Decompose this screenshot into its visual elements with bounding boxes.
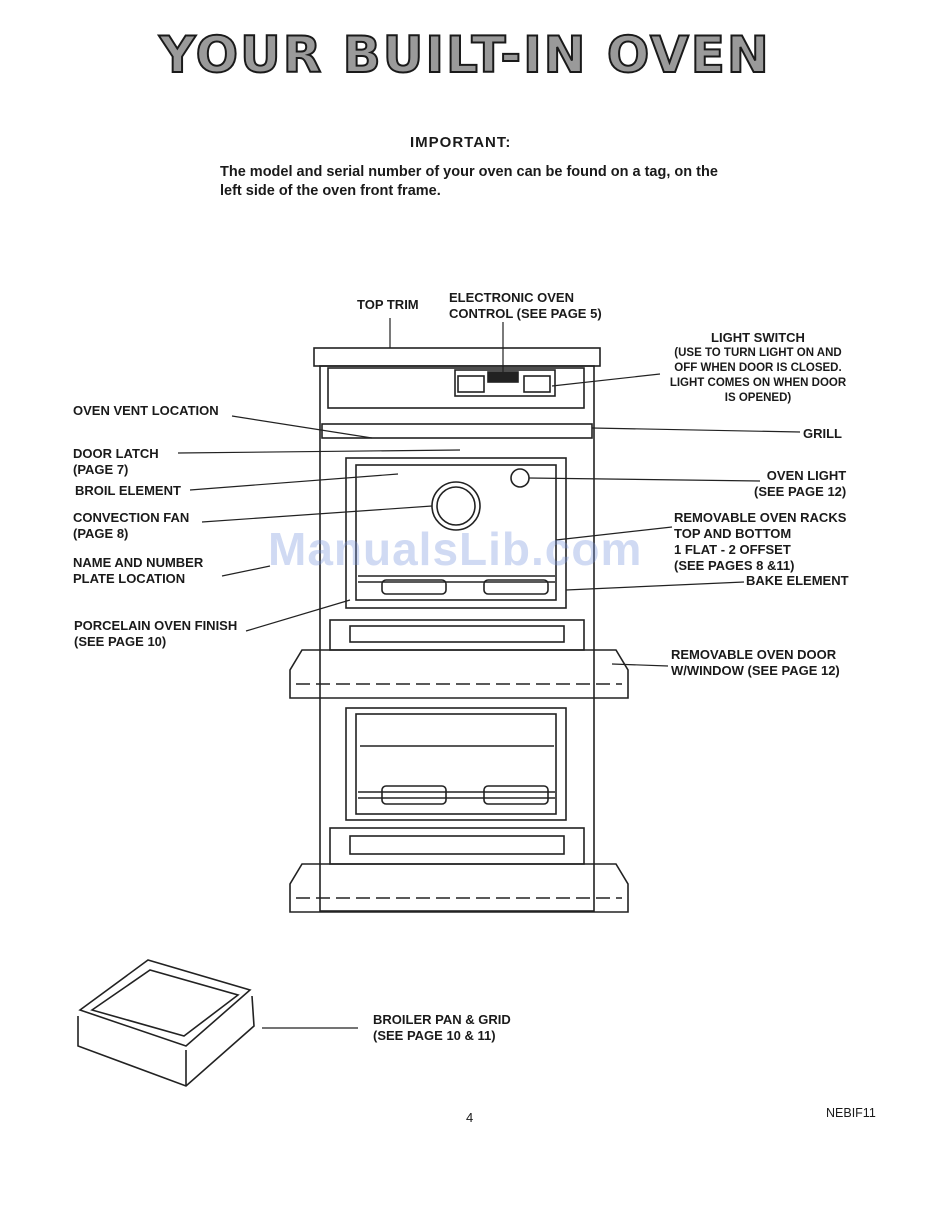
- watermark: ManualsLib.com: [268, 523, 643, 575]
- light-switch-line-1: LIGHT SWITCH: [711, 330, 805, 345]
- oven-door-line-1: REMOVABLE OVEN DOOR: [671, 647, 837, 662]
- porcelain-finish-label: PORCELAIN OVEN FINISH (SEE PAGE 10): [74, 618, 237, 650]
- oven-racks-line-3: 1 FLAT - 2 OFFSET: [674, 542, 791, 557]
- light-switch-line-5: IS OPENED): [724, 392, 792, 404]
- convection-fan-label: CONVECTION FAN (PAGE 8): [73, 510, 189, 542]
- door-latch-label: DOOR LATCH (PAGE 7): [73, 446, 159, 478]
- oven-racks-label: REMOVABLE OVEN RACKS TOP AND BOTTOM 1 FL…: [674, 510, 846, 574]
- porcelain-finish-line-2: (SEE PAGE 10): [74, 634, 167, 649]
- intro-text: The model and serial number of your oven…: [220, 164, 718, 199]
- name-plate-line-2: PLATE LOCATION: [73, 571, 186, 586]
- name-plate-line-1: NAME AND NUMBER: [73, 555, 204, 570]
- oven-racks-line-2: TOP AND BOTTOM: [674, 526, 792, 541]
- name-plate-label: NAME AND NUMBER PLATE LOCATION: [73, 555, 203, 587]
- light-switch-label: LIGHT SWITCH (USE TO TURN LIGHT ON AND O…: [660, 330, 856, 406]
- broiler-pan-label: BROILER PAN & GRID (SEE PAGE 10 & 11): [373, 1012, 511, 1044]
- grill-label: GRILL: [803, 426, 842, 441]
- page-number: 4: [466, 1110, 474, 1125]
- oven-light-label: OVEN LIGHT (SEE PAGE 12): [754, 468, 846, 500]
- electronic-control-label: ELECTRONIC OVEN CONTROL (SEE PAGE 5): [449, 290, 602, 322]
- electronic-control-line-2: CONTROL (SEE PAGE 5): [449, 306, 602, 321]
- oven-door-label: REMOVABLE OVEN DOOR W/WINDOW (SEE PAGE 1…: [671, 647, 840, 679]
- door-latch-line-1: DOOR LATCH: [73, 446, 159, 461]
- light-switch-line-3: OFF WHEN DOOR IS CLOSED.: [674, 362, 842, 374]
- convection-fan-line-2: (PAGE 8): [73, 526, 129, 541]
- porcelain-finish-line-1: PORCELAIN OVEN FINISH: [74, 618, 238, 633]
- oven-vent-label: OVEN VENT LOCATION: [73, 403, 219, 418]
- light-switch-line-2: (USE TO TURN LIGHT ON AND: [674, 347, 842, 359]
- top-trim-label: TOP TRIM: [357, 297, 419, 312]
- page-title: YOUR BUILT-IN OVEN: [158, 25, 771, 85]
- broiler-pan-line-2: (SEE PAGE 10 & 11): [373, 1028, 496, 1043]
- important-heading: IMPORTANT:: [410, 134, 512, 151]
- oven-racks-line-4: (SEE PAGES 8 &11): [674, 558, 795, 573]
- oven-door-line-2: W/WINDOW (SEE PAGE 12): [671, 663, 840, 678]
- broiler-pan-line-1: BROILER PAN & GRID: [373, 1012, 511, 1027]
- oven-light-line-2: (SEE PAGE 12): [754, 484, 847, 499]
- bake-element-label: BAKE ELEMENT: [746, 573, 849, 588]
- door-latch-line-2: (PAGE 7): [73, 462, 129, 477]
- oven-racks-line-1: REMOVABLE OVEN RACKS: [674, 510, 847, 525]
- light-switch-line-4: LIGHT COMES ON WHEN DOOR: [669, 377, 847, 389]
- document-id: NEBIF11: [826, 1106, 876, 1120]
- broil-element-label: BROIL ELEMENT: [75, 483, 181, 498]
- convection-fan-line-1: CONVECTION FAN: [73, 510, 190, 525]
- oven-light-line-1: OVEN LIGHT: [766, 468, 847, 483]
- electronic-control-line-1: ELECTRONIC OVEN: [449, 290, 574, 305]
